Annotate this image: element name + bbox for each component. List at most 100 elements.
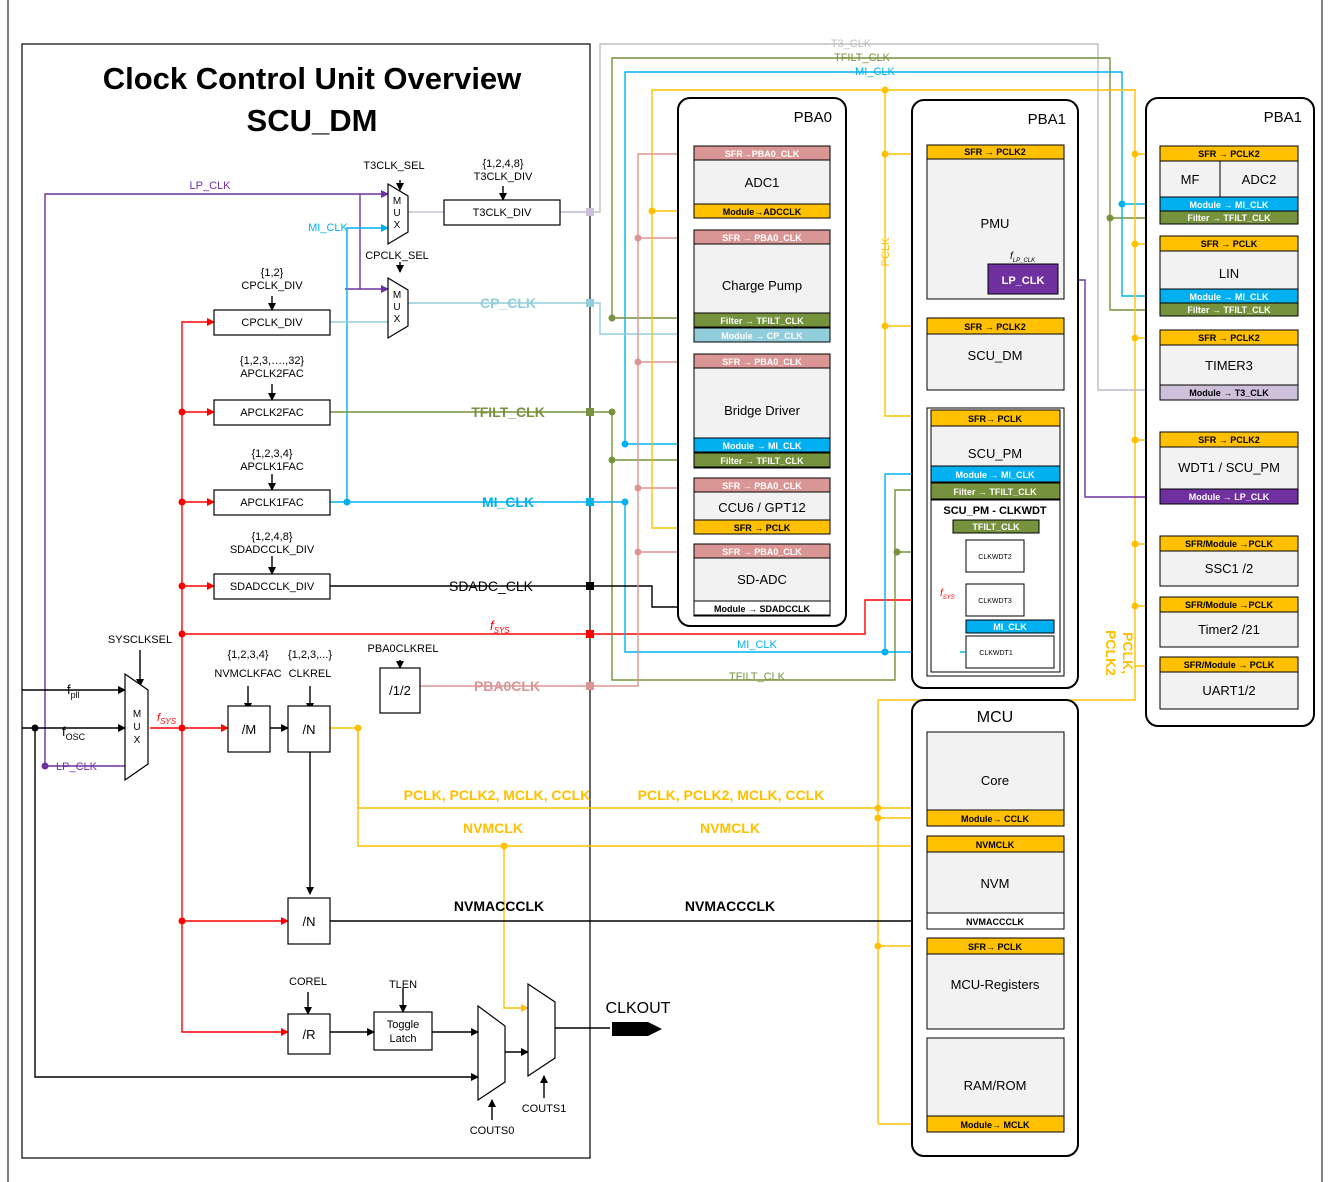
pmu-sfr-text: SFR → PCLK2 [964,147,1026,157]
bridge-driver-name: Bridge Driver [724,403,801,418]
pclk-group-label-left: PCLK, PCLK2, MCLK, CCLK [404,787,591,803]
lin-mi-text: Module → MI_CLK [1190,292,1269,302]
scu-pm-mi-bar [930,465,1061,483]
svg-text:fpll: fpll [67,682,80,700]
div-m-block [227,705,271,753]
cpclk-mux: M U X [387,276,409,340]
sdadc-div-block [213,573,331,600]
pclk-group-label-right: PCLK, PCLK2, MCLK, CCLK [638,787,825,803]
latch-label: Latch [390,1033,417,1045]
mcu-registers-sfr-text: SFR→ PCLK [968,942,1023,952]
ram-rom-module-bar [926,1115,1065,1133]
mi-clk-top-label: MI_CLK [855,66,895,78]
charge-pump-bar-text-1: Filter → TFILT_CLK [720,316,804,326]
pba1-right-title: PBA1 [1264,109,1302,126]
mf-adc2-sfr-text: SFR → PCLK2 [1198,149,1260,159]
sd-adc-bar-text-1: Module → SDADCCLK [714,604,810,614]
clkwdt1-label: CLKWDT1 [979,650,1013,657]
div-n1-block [287,705,331,753]
tfilt-clk-label: TFILT_CLK [471,404,545,420]
scu-dm-name: SCU_DM [968,348,1023,363]
lp-clk-wire-label: LP_CLK [190,180,232,192]
adc1-bar-1 [693,203,831,219]
nvmacclk-label-right: NVMACCCLK [685,898,775,914]
bridge-driver-bar-2 [693,452,831,468]
scu-dm-sfr-bar [926,317,1065,335]
cpclk-div-box-label: CPCLK_DIV [241,317,303,329]
clkout-arrow [612,1022,662,1036]
adc2-name: ADC2 [1242,172,1277,187]
div-half-label: /1/2 [389,683,411,698]
svg-text:fSYS: fSYS [940,588,955,601]
nvmclk-label-right: NVMCLK [700,820,760,836]
core-module-text: Module→ CCLK [961,814,1029,824]
sd-adc-name: SD-ADC [737,572,787,587]
pclk-vertical-label: PCLK [880,237,892,266]
svg-text:U: U [133,722,140,733]
wdt1-sfr-bar [1159,431,1299,448]
sdadc-clk-label: SDADC_CLK [449,578,534,594]
wdt1-sfr-text: SFR → PCLK2 [1198,435,1260,445]
cpclk-div-label: CPCLK_DIV [241,280,303,292]
uart-name: UART1/2 [1202,683,1255,698]
svg-text:U: U [393,302,400,313]
page-frame [7,0,1323,1182]
t3clk-div-values: {1,2,4,8} [483,158,524,170]
scu-pm-mi-text: Module → MI_CLK [956,470,1035,480]
pclk-pclk2-label-1: PCLK, [1120,632,1136,674]
ssc-name: SSC1 /2 [1205,561,1253,576]
ccu6-gpt12-name: CCU6 / GPT12 [718,500,805,515]
ccu6-gpt12-bar-text-0: SFR → PBA0_CLK [722,481,802,491]
junction-dots [31,86,1139,950]
pba0-title: PBA0 [794,109,832,126]
mf-adc2-tfilt-bar [1159,210,1299,225]
fosc-label: fOSC [62,724,86,742]
timer3-t3-text: Module → T3_CLK [1189,388,1269,398]
pclk-pclk2-label-2: PCLK2 [1103,630,1119,676]
div-n1-label: /N [303,722,316,737]
adc1-name: ADC1 [745,175,780,190]
mf-adc2-mi-text: Module → MI_CLK [1190,200,1269,210]
main-mux: M U X [124,672,149,782]
cp-clk-label: CP_CLK [480,295,536,311]
title-line2: SCU_DM [247,103,378,138]
wdt1-lp-bar [1159,488,1299,505]
clkout-label: CLKOUT [606,1000,671,1017]
mi-clk-bottom-label: MI_CLK [737,639,777,651]
svg-text:fLP_CLK: fLP_CLK [1010,251,1036,264]
div-m-label: /M [242,722,256,737]
fpll-label: fpll [67,682,80,700]
svg-text:M: M [393,290,401,301]
lp-clk-block [987,263,1059,295]
cpclk-div-values: {1,2} [261,267,284,279]
couts0-mux [477,1004,506,1102]
mcu-registers-sfr-bar [926,937,1065,955]
nvm-nvmacclk-text: NVMACCCLK [966,917,1024,927]
svg-text:M: M [133,709,141,720]
pba1-mid-title: PBA1 [1028,111,1066,128]
div-n2-label: /N [303,914,316,929]
bridge-driver-bar-1 [693,437,831,453]
fsys-wire-label: fSYS [490,618,510,635]
lp-clk-input-label: LP_CLK [56,761,98,773]
t3clk-mux: M U X [387,182,409,246]
tlen-label: TLEN [389,979,417,991]
pba0clkrel-label: PBA0CLKREL [368,643,439,655]
flp-clk-label: fLP_CLK [1010,251,1036,264]
toggle-latch-block [373,1011,433,1051]
t3clk-div-label: T3CLK_DIV [474,171,533,183]
div-r-label: /R [303,1027,316,1042]
timer3-sfr-text: SFR → PCLK2 [1198,333,1260,343]
adc1-bar-0 [693,145,831,161]
bridge-driver-bar-text-2: Filter → TFILT_CLK [720,456,804,466]
sd-adc-bar-1 [693,600,831,616]
ssc-sfr-text: SFR/Module →PCLK [1185,539,1273,549]
div-half-block [379,667,421,714]
corel-label: COREL [289,976,327,988]
ram-rom-module-text: Module→ MCLK [961,1120,1030,1130]
scu-pm-sfr-text: SFR→ PCLK [968,414,1023,424]
adc1-bar-text-0: SFR→PBA0_CLK [725,149,800,159]
clkrel-label: CLKREL [289,668,332,680]
fsys-label-mux: fSYS [157,712,177,726]
